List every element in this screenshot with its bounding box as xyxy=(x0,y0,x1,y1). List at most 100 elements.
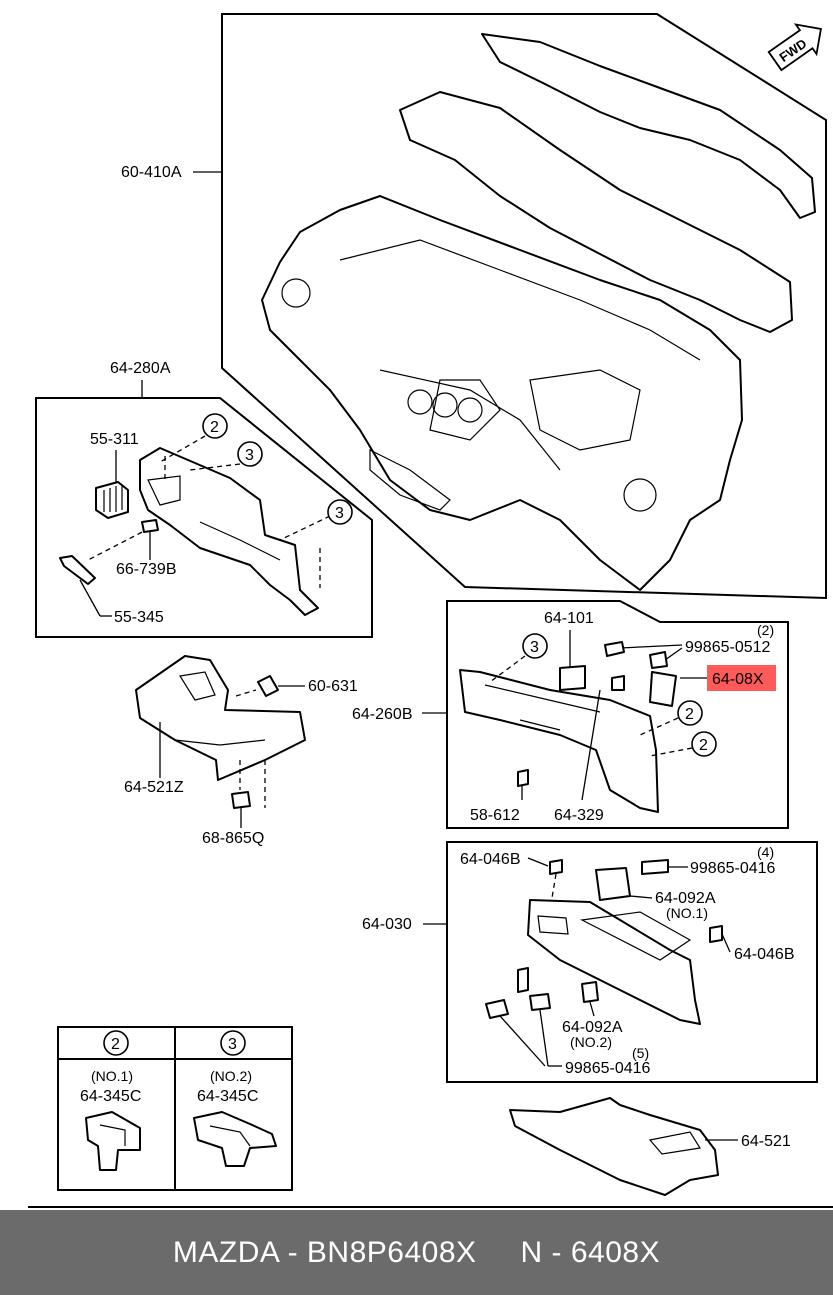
under-cover-64-521Z xyxy=(135,655,306,781)
callout-3-marker xyxy=(327,499,353,525)
glove-box-box xyxy=(446,841,818,1083)
legend-marker-3-text: 3 xyxy=(228,1036,237,1053)
label-55-311: 55-311 xyxy=(90,431,139,448)
legend-variant-no1: (NO.1) xyxy=(91,1068,133,1084)
highlight-box xyxy=(707,665,776,691)
clip-detail xyxy=(209,1125,251,1147)
glove-box-group: 64-030 64-046B (4) 99865-0416 64-092A (N… xyxy=(362,841,818,1083)
label-64-521: 64-521 xyxy=(741,1133,791,1150)
vent-opening xyxy=(147,475,181,506)
frame-box xyxy=(446,600,789,829)
dashboard-panel-group: FWD 60-410A xyxy=(121,13,827,600)
dashed-guide xyxy=(649,747,693,757)
legend-marker-2 xyxy=(103,1030,129,1056)
callout-2-text: 2 xyxy=(685,706,694,723)
leader-line xyxy=(629,895,653,899)
parts-diagram: FWD 60-410A 64-280A 55-311 2 xyxy=(28,13,833,1208)
label-64-280A: 64-280A xyxy=(110,360,171,377)
label-99865-0416-bottom: 99865-0416 xyxy=(565,1060,651,1077)
callout-2-marker xyxy=(677,700,703,726)
callout-3-marker xyxy=(522,633,548,659)
label-64-092A-bottom: 64-092A xyxy=(562,1019,623,1036)
lower-trim-group: 64-521 xyxy=(509,1097,791,1196)
label-58-612: 58-612 xyxy=(470,807,520,824)
glove-box-frame-group: 64-260B 64-101 99865-0512 (2) 64-08X 3 2… xyxy=(352,600,789,829)
leader-line xyxy=(79,579,101,617)
callout-2-marker xyxy=(691,731,717,757)
lower-opening xyxy=(369,449,451,511)
trim-55-345 xyxy=(59,555,96,585)
vent-circle xyxy=(281,278,311,308)
leader-line xyxy=(589,1001,595,1017)
cover-detail xyxy=(179,671,216,701)
vent-grille-55-311 xyxy=(95,481,129,519)
callout-2-text: 2 xyxy=(210,419,219,436)
glove-box-interior xyxy=(580,911,692,961)
vent-circle xyxy=(623,478,657,512)
label-64-046B-right: 64-046B xyxy=(734,946,795,963)
fwd-arrow-icon: FWD xyxy=(767,23,822,72)
qty-2-label: (2) xyxy=(757,622,774,638)
qty-4-label: (4) xyxy=(757,844,774,860)
legend-table: 2 3 (NO.1) 64-345C (NO.2) 64-345C xyxy=(57,1026,293,1191)
dashed-guide xyxy=(235,689,257,697)
clip-detail xyxy=(99,1124,126,1146)
glove-box-frame-part xyxy=(459,669,659,813)
clip-64-046B xyxy=(549,859,563,875)
panel-edge xyxy=(199,521,281,561)
clip-64-345C-no1 xyxy=(85,1111,141,1171)
cover-detail xyxy=(174,739,266,746)
gauge-cluster-opening xyxy=(529,369,641,451)
clip-66-739B xyxy=(141,519,159,533)
label-60-631: 60-631 xyxy=(308,678,358,695)
clip-64-345C-no2 xyxy=(193,1111,277,1167)
leader-line xyxy=(664,647,683,661)
leader-line xyxy=(721,933,731,953)
label-64-030: 64-030 xyxy=(362,916,412,933)
vent-circle xyxy=(407,389,433,415)
no2-label: (NO.2) xyxy=(570,1034,612,1050)
qty-5-label: (5) xyxy=(632,1045,649,1061)
lower-panel-part xyxy=(139,447,319,616)
center-console-cutout xyxy=(429,379,501,441)
dashed-guide xyxy=(279,515,331,541)
bolt-99865-0416 xyxy=(485,999,509,1019)
dashboard-body xyxy=(261,195,743,591)
glove-box-part xyxy=(527,899,701,1025)
vent-circle xyxy=(432,392,458,418)
bolt-99865-0512 xyxy=(649,651,668,669)
label-68-865Q: 68-865Q xyxy=(202,830,264,847)
callout-2-marker xyxy=(202,413,228,439)
dashed-guide xyxy=(489,655,526,683)
dashed-guide xyxy=(87,527,151,561)
label-99865-0416-top: 99865-0416 xyxy=(690,860,776,877)
label-66-739B: 66-739B xyxy=(116,561,177,578)
no1-label: (NO.1) xyxy=(666,905,708,921)
dashed-guide xyxy=(639,717,679,736)
callout-3-text: 3 xyxy=(245,447,254,464)
callout-3-text: 3 xyxy=(530,639,539,656)
glove-box-handle xyxy=(537,915,569,935)
bolt-99865-0512 xyxy=(604,641,625,657)
frame-edge xyxy=(519,719,561,731)
label-64-329: 64-329 xyxy=(554,807,604,824)
leader-line xyxy=(581,689,601,801)
lower-panel-group: 64-280A 55-311 2 3 3 66-7 xyxy=(35,360,373,638)
clip-68-865Q xyxy=(231,791,251,809)
footer-part-number: MAZDA - BN8P6408X xyxy=(172,1235,477,1269)
legend-part-64-345C-no2: 64-345C xyxy=(197,1088,258,1105)
label-64-101: 64-101 xyxy=(544,610,594,627)
frame-edge xyxy=(484,684,601,713)
under-cover-group: 60-631 64-521Z 68-865Q xyxy=(124,655,358,847)
vent-circle xyxy=(457,397,483,423)
label-64-092A-top: 64-092A xyxy=(655,890,716,907)
bracket-64-101 xyxy=(559,665,586,691)
callout-3-text: 3 xyxy=(335,505,344,522)
legend-part-64-345C-no1: 64-345C xyxy=(80,1088,141,1105)
bolt-99865-0416 xyxy=(529,993,551,1011)
leader-line xyxy=(527,857,549,867)
clip-64-046B-right xyxy=(709,925,723,943)
leader-line xyxy=(539,1009,549,1067)
dashed-guide xyxy=(551,873,557,899)
label-64-046B-top: 64-046B xyxy=(460,851,521,868)
